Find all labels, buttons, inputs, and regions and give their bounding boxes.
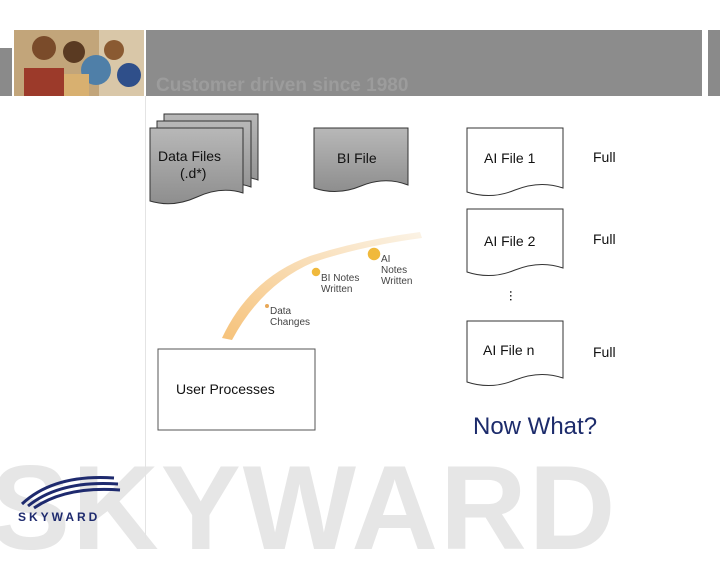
data-files-extension: (.d*) bbox=[180, 165, 207, 181]
ai-file-n-status: Full bbox=[593, 344, 616, 360]
ai-file-1-label: AI File 1 bbox=[484, 150, 536, 166]
data-changes-label: Data Changes bbox=[270, 306, 311, 328]
process-arc bbox=[222, 232, 422, 340]
header-photo bbox=[14, 30, 144, 96]
ai-file-n-label: AI File n bbox=[483, 342, 535, 358]
ai-notes-dot bbox=[366, 246, 382, 262]
ai-file-n-doc bbox=[466, 320, 564, 386]
divider-line bbox=[145, 96, 146, 540]
bi-file-doc bbox=[313, 127, 409, 192]
data-files-label: Data Files bbox=[158, 148, 222, 164]
ai-file-2-label: AI File 2 bbox=[484, 233, 536, 249]
user-processes-label: User Processes bbox=[176, 381, 275, 397]
diagram-canvas bbox=[149, 113, 564, 431]
data-changes-dot bbox=[265, 304, 269, 308]
ai-file-2-doc bbox=[466, 208, 564, 276]
logo-text: SKYWARD bbox=[18, 510, 101, 524]
bi-notes-written-label: BI Notes Written bbox=[321, 273, 360, 295]
user-processes-box bbox=[157, 348, 316, 431]
ai-file-1-doc bbox=[466, 127, 564, 196]
vertical-ellipsis: ... bbox=[507, 290, 523, 302]
now-what-question: Now What? bbox=[473, 413, 598, 440]
bi-file-label: BI File bbox=[337, 150, 377, 166]
ai-notes-written-label: AI Notes Written bbox=[381, 254, 413, 287]
data-files-stack bbox=[149, 113, 259, 205]
ai-file-1-status: Full bbox=[593, 149, 616, 165]
ai-file-2-status: Full bbox=[593, 231, 616, 247]
bi-notes-dot bbox=[310, 266, 322, 278]
tagline: Customer driven since 1980 bbox=[156, 75, 409, 96]
skyward-logo-icon bbox=[14, 470, 124, 530]
header-banner bbox=[146, 30, 702, 96]
left-header-tab bbox=[0, 48, 12, 96]
right-header-tab bbox=[708, 30, 720, 96]
